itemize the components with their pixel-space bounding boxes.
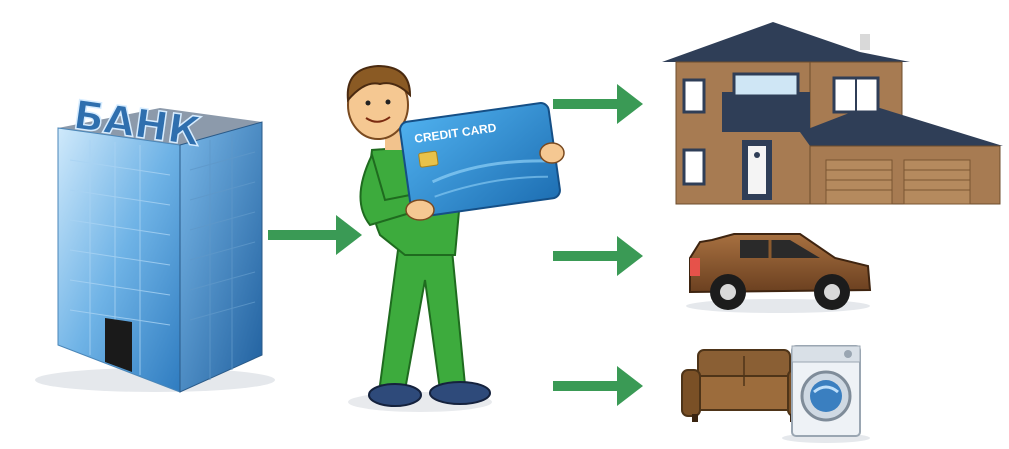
car-icon (686, 234, 870, 313)
house-icon (662, 22, 1003, 204)
arrow-person-to-furniture (553, 366, 643, 406)
arrow-person-to-house (553, 84, 643, 124)
arrow-bank-to-person (268, 215, 362, 255)
person-with-card-icon: CREDIT CARD (348, 66, 564, 412)
bank-building-icon: БАНК (35, 92, 275, 392)
washing-machine-icon (782, 346, 870, 443)
arrow-person-to-car (553, 236, 643, 276)
sofa-icon (682, 350, 806, 422)
